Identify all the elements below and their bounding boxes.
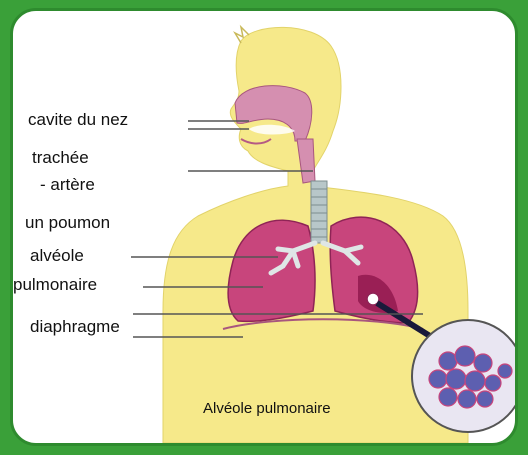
label-diaphragm: diaphragme [30, 318, 120, 335]
label-lung: un poumon [25, 214, 110, 231]
label-trachea: trachée [32, 149, 89, 166]
label-alveolus: alvéole [30, 247, 84, 264]
trachea [311, 181, 327, 243]
label-artery: - artère [40, 176, 95, 193]
diagram-panel: cavite du nez trachée - artère un poumon… [10, 8, 518, 446]
inset-caption: Alvéole pulmonaire [203, 401, 331, 416]
label-pulmonary: pulmonaire [13, 276, 97, 293]
label-nose-cavity: cavite du nez [28, 111, 128, 128]
